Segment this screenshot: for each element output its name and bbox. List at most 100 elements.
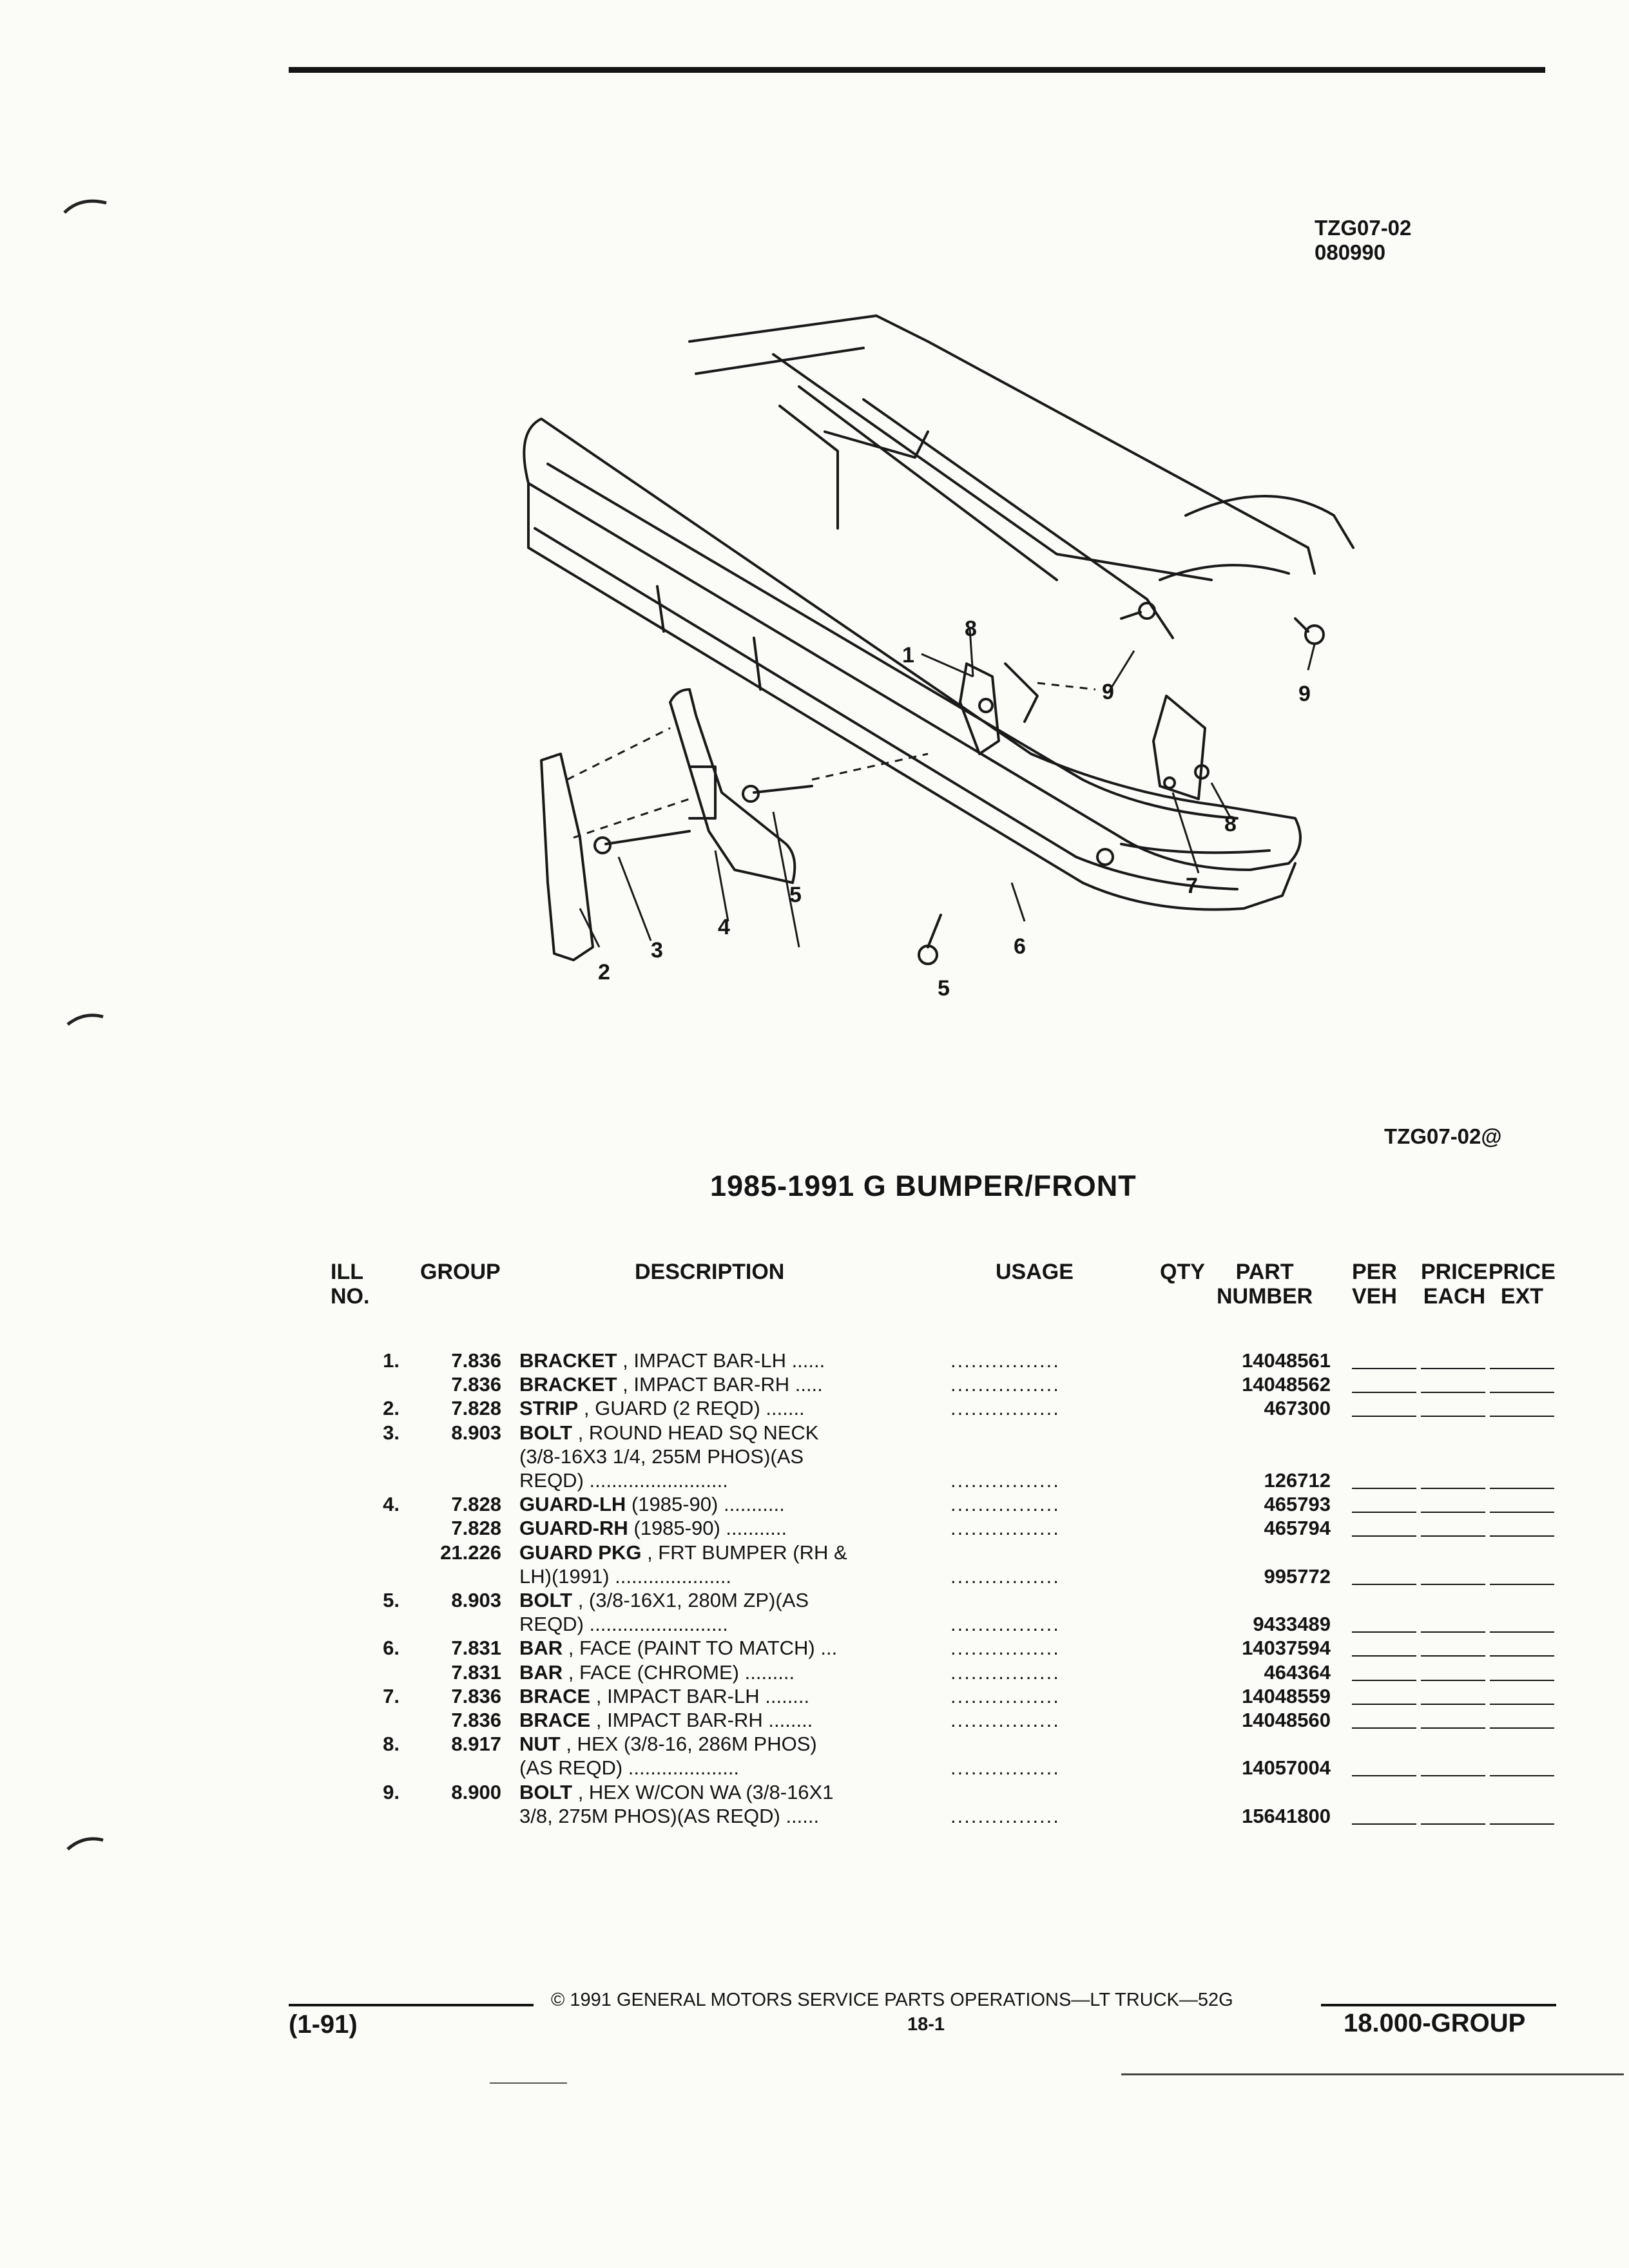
footer-rule-right	[1321, 2004, 1556, 2006]
row-part-name: BAR	[519, 1637, 563, 1660]
row-per-veh-blank	[1352, 1583, 1416, 1585]
footer-group: 18.000-GROUP	[1344, 2009, 1526, 2037]
row-usage: ................	[950, 1517, 1060, 1540]
row-group: 7.836	[451, 1684, 501, 1707]
row-part-name: NUT	[519, 1733, 561, 1756]
row-part-detail: , ROUND HEAD SQ NECK	[572, 1421, 819, 1444]
row-description: LH)(1991) .....................	[519, 1564, 731, 1588]
row-part-detail: , IMPACT BAR-RH ........	[590, 1709, 813, 1731]
table-row: 21.226 GUARD PKG , FRT BUMPER (RH &	[0, 1541, 1629, 1564]
row-ill-no: 3.	[383, 1421, 400, 1444]
row-description: BOLT , HEX W/CON WA (3/8-16X1	[519, 1780, 833, 1804]
header-ill-line2: NO.	[331, 1284, 370, 1309]
row-part-detail: , HEX W/CON WA (3/8-16X1	[572, 1780, 834, 1803]
row-group: 21.226	[440, 1541, 501, 1564]
row-price-ext-blank	[1490, 1392, 1554, 1394]
row-description: 3/8, 275M PHOS)(AS REQD) ......	[519, 1804, 819, 1828]
row-part-number: 9433489	[1253, 1613, 1331, 1636]
header-per-line1: PER	[1352, 1260, 1397, 1284]
row-part-name: BRACKET	[519, 1373, 617, 1396]
row-per-veh-blank	[1352, 1631, 1416, 1633]
row-part-detail: , HEX (3/8-16, 286M PHOS)	[560, 1733, 817, 1756]
row-part-detail: REQD) .........................	[519, 1469, 728, 1492]
row-price-ext-blank	[1490, 1703, 1554, 1705]
row-part-number: 14048561	[1242, 1349, 1331, 1372]
table-row: 7.836 BRACKET , IMPACT BAR-RH ...........…	[0, 1372, 1629, 1396]
row-per-veh-blank	[1352, 1775, 1416, 1777]
row-usage: ................	[950, 1709, 1060, 1731]
callout-8b: 8	[1224, 812, 1237, 836]
row-price-ext-blank	[1490, 1631, 1554, 1633]
row-usage: ................	[950, 1349, 1060, 1372]
header-price-ext: PRICE EXT	[1489, 1260, 1556, 1309]
header-description: DESCRIPTION	[635, 1260, 785, 1284]
row-description: GUARD PKG , FRT BUMPER (RH &	[519, 1541, 847, 1564]
row-description: REQD) .........................	[519, 1612, 728, 1636]
row-part-number: 15641800	[1242, 1804, 1331, 1827]
row-price-each-blank	[1421, 1727, 1485, 1729]
row-price-each-blank	[1421, 1488, 1485, 1489]
row-per-veh-blank	[1352, 1368, 1416, 1369]
row-description: REQD) .........................	[519, 1468, 728, 1492]
header-ill-line1: ILL	[331, 1260, 363, 1284]
row-part-number: 14057004	[1242, 1756, 1331, 1780]
header-per-line2: VEH	[1352, 1284, 1397, 1309]
row-price-each-blank	[1421, 1368, 1485, 1369]
bottom-line-2	[1121, 2073, 1624, 2075]
row-description: BOLT , ROUND HEAD SQ NECK	[519, 1421, 818, 1445]
row-price-each-blank	[1421, 1392, 1485, 1394]
table-row: REQD) ..................................…	[0, 1468, 1629, 1492]
row-part-detail: , IMPACT BAR-LH ......	[617, 1349, 825, 1372]
row-group: 7.836	[451, 1373, 501, 1396]
margin-marks	[63, 199, 107, 1850]
row-part-name: BRACE	[519, 1709, 591, 1731]
table-row: 3/8, 275M PHOS)(AS REQD) ...............…	[0, 1804, 1629, 1828]
row-part-name: BRACKET	[519, 1349, 617, 1372]
row-price-ext-blank	[1490, 1655, 1554, 1657]
row-ill-no: 2.	[383, 1397, 400, 1420]
row-group: 7.828	[451, 1493, 501, 1516]
row-description: (3/8-16X3 1/4, 255M PHOS)(AS	[519, 1445, 804, 1468]
footer-copyright: © 1991 GENERAL MOTORS SERVICE PARTS OPER…	[551, 1990, 1233, 2010]
row-price-each-blank	[1421, 1535, 1485, 1537]
row-usage: ................	[950, 1804, 1060, 1827]
callout-5b: 5	[938, 976, 950, 1001]
row-part-detail: (AS REQD) ....................	[519, 1756, 740, 1780]
row-price-ext-blank	[1490, 1583, 1554, 1585]
row-description: (AS REQD) ....................	[519, 1756, 739, 1780]
ref-code-line1: TZG07-02	[1315, 216, 1412, 240]
table-row: REQD) ..................................…	[0, 1612, 1629, 1636]
row-part-detail: LH)(1991) .....................	[519, 1564, 732, 1588]
row-part-name: BOLT	[519, 1589, 573, 1611]
callout-5a: 5	[789, 883, 802, 907]
row-per-veh-blank	[1352, 1392, 1416, 1394]
row-per-veh-blank	[1352, 1488, 1416, 1489]
ref-code-line2: 080990	[1315, 240, 1386, 264]
header-price-each-line1: PRICE	[1421, 1260, 1488, 1284]
row-part-detail: (1985-90) ...........	[628, 1517, 787, 1540]
row-part-detail: , IMPACT BAR-RH .....	[617, 1373, 823, 1396]
row-description: BRACE , IMPACT BAR-RH ........	[519, 1708, 813, 1732]
row-description: BAR , FACE (CHROME) .........	[519, 1660, 795, 1684]
row-price-each-blank	[1421, 1416, 1485, 1418]
row-ill-no: 7.	[383, 1684, 400, 1707]
footer-rule-left	[289, 2004, 534, 2006]
row-price-each-blank	[1421, 1512, 1485, 1514]
row-usage: ................	[950, 1373, 1060, 1396]
row-usage: ................	[950, 1564, 1060, 1588]
top-rule	[289, 67, 1545, 73]
row-per-veh-blank	[1352, 1679, 1416, 1681]
row-per-veh-blank	[1352, 1655, 1416, 1657]
header-price-ext-line1: PRICE	[1489, 1260, 1556, 1284]
row-group: 7.831	[451, 1660, 501, 1684]
row-price-ext-blank	[1490, 1416, 1554, 1418]
row-part-number: 14048559	[1242, 1684, 1331, 1707]
footer-date: (1-91)	[289, 2010, 358, 2039]
callout-9a: 9	[1102, 680, 1114, 704]
row-description: BRACKET , IMPACT BAR-RH .....	[519, 1372, 823, 1396]
